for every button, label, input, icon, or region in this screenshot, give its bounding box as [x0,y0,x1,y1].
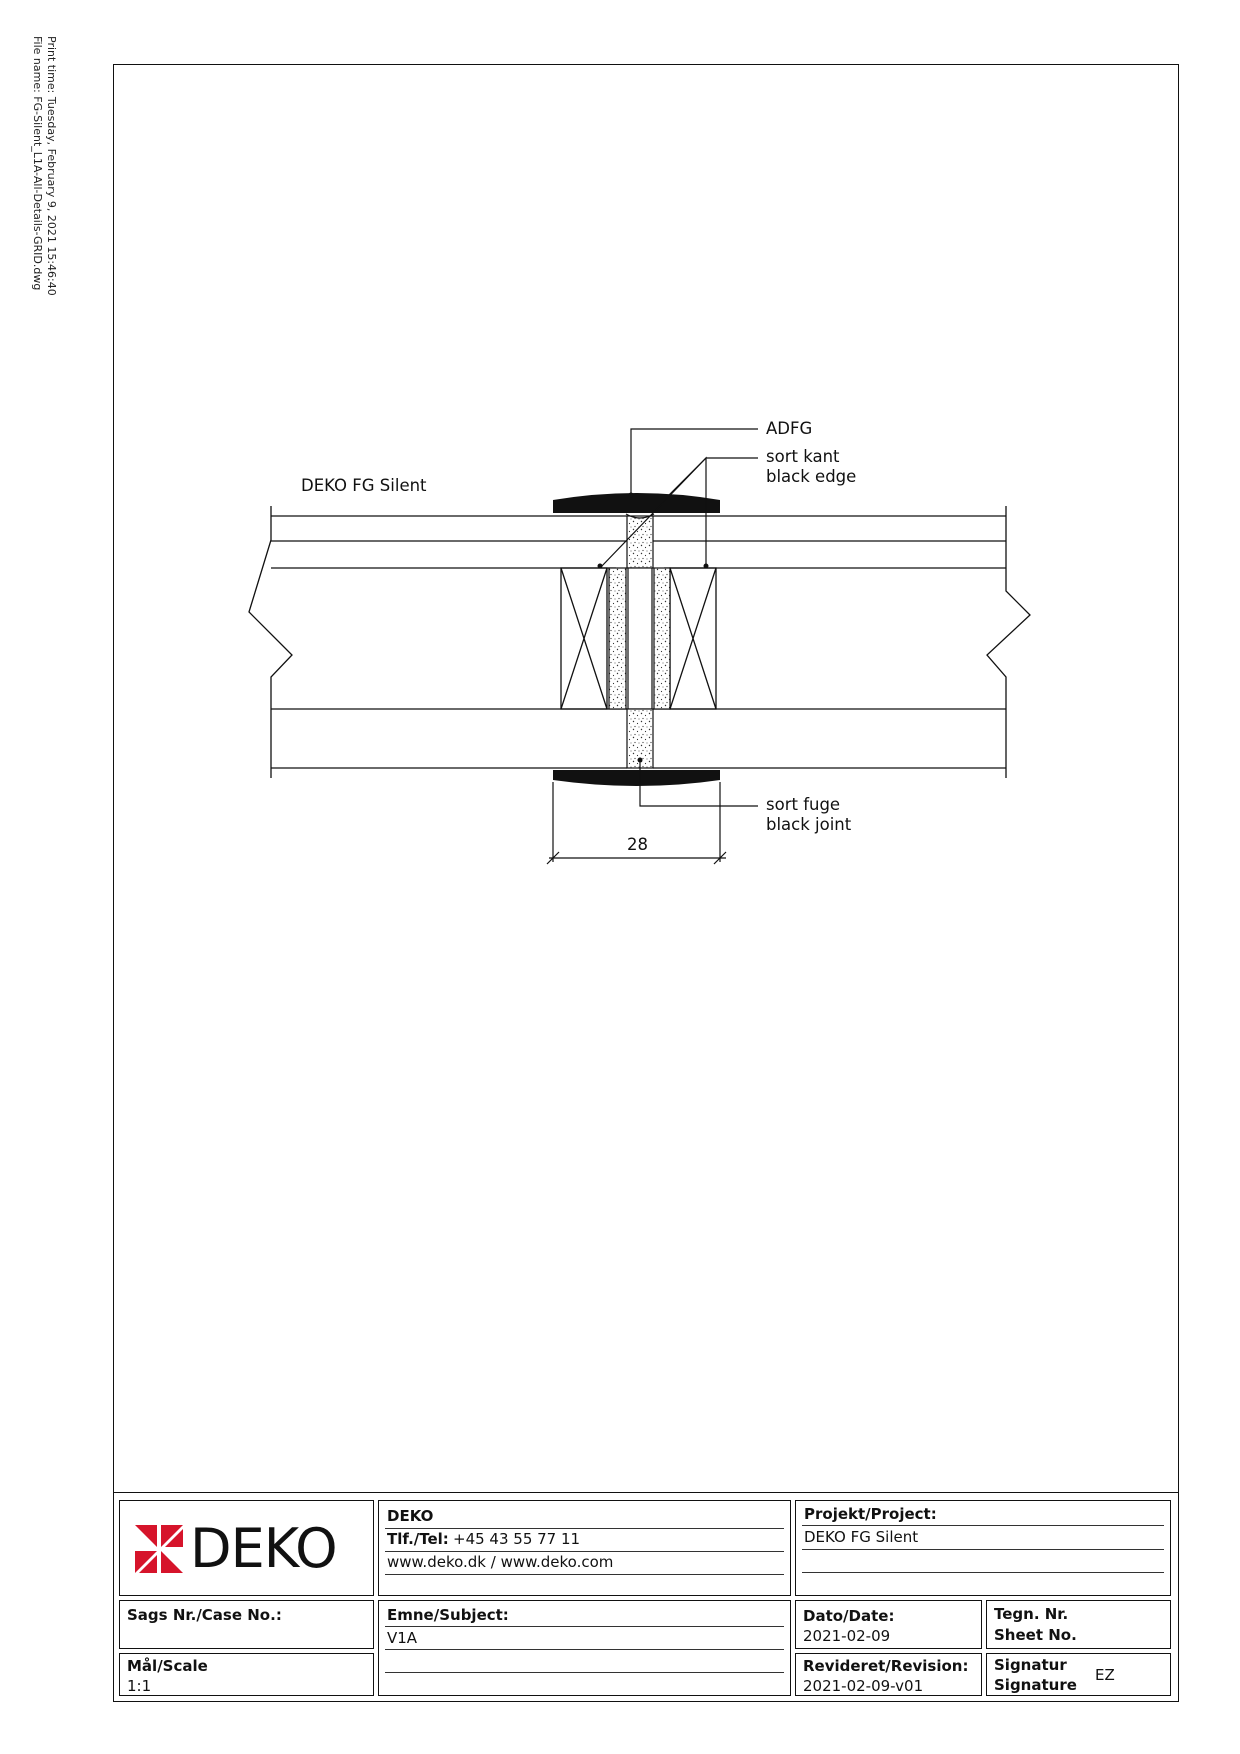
phone-value: +45 43 55 77 11 [453,1530,581,1548]
dimension-label: 28 [627,835,648,854]
revision-value: 2021-02-09-v01 [803,1677,924,1695]
date-value: 2021-02-09 [803,1627,891,1645]
date-cell: Dato/Date: 2021-02-09 [795,1600,982,1649]
project-label: Projekt/Project: [804,1505,937,1523]
edge-leader-2 [599,456,707,569]
phone-label: Tlf./Tel: [387,1530,449,1548]
subject-label: Emne/Subject: [387,1606,509,1624]
date-label: Dato/Date: [803,1607,895,1625]
sheet-label-da: Tegn. Nr. [994,1605,1069,1623]
sheet-label-en: Sheet No. [994,1626,1077,1644]
left-break-line [248,506,293,778]
scale-label: Mål/Scale [127,1657,208,1675]
joint-leader [639,762,758,807]
joint-label-da: sort fuge [766,795,840,814]
revision-cell: Revideret/Revision: 2021-02-09-v01 [795,1653,982,1696]
signature-value: EZ [1095,1666,1115,1684]
product-label: DEKO FG Silent [301,476,427,495]
website: www.deko.dk / www.deko.com [387,1553,614,1571]
left-stud [560,567,608,710]
case-cell: Sags Nr./Case No.: [119,1600,374,1649]
insulation-strip-left [608,567,627,710]
subject-value: V1A [387,1629,418,1647]
joint-core [627,567,653,710]
company-cell: DEKO Tlf./Tel: +45 43 55 77 11 www.deko.… [378,1500,791,1596]
edge-leader [666,457,758,498]
insulation-strip-right [653,567,671,710]
deko-logo-icon [135,1525,183,1573]
adfg-label: ADFG [766,419,812,438]
case-label: Sags Nr./Case No.: [127,1606,282,1624]
company-name: DEKO [387,1507,434,1525]
logo-text: DEKO [190,1517,338,1580]
signature-cell: Signatur Signature EZ [986,1653,1171,1696]
drawing-frame [113,64,1179,1702]
joint-label-en: black joint [766,815,852,834]
signature-label-en: Signature [994,1676,1077,1694]
revision-label: Revideret/Revision: [803,1657,969,1675]
scale-cell: Mål/Scale 1:1 [119,1653,374,1696]
signature-label-da: Signatur [994,1656,1067,1674]
adfg-leader [630,428,758,493]
subject-cell: Emne/Subject: V1A [378,1600,791,1696]
joint-core-top [626,515,654,569]
top-black-edge [553,493,720,513]
project-cell: Projekt/Project: DEKO FG Silent [795,1500,1171,1596]
sheet-cell: Tegn. Nr. Sheet No. [986,1600,1171,1649]
edge-label-da: sort kant [766,447,840,466]
right-break-line [986,506,1031,778]
logo-cell: DEKO [119,1500,374,1596]
title-block: DEKO DEKO Tlf./Tel: +45 43 55 77 11 www.… [113,1492,1179,1702]
scale-value: 1:1 [127,1677,152,1695]
edge-label-en: black edge [766,467,856,486]
project-value: DEKO FG Silent [804,1528,919,1546]
bottom-black-edge [553,770,720,786]
